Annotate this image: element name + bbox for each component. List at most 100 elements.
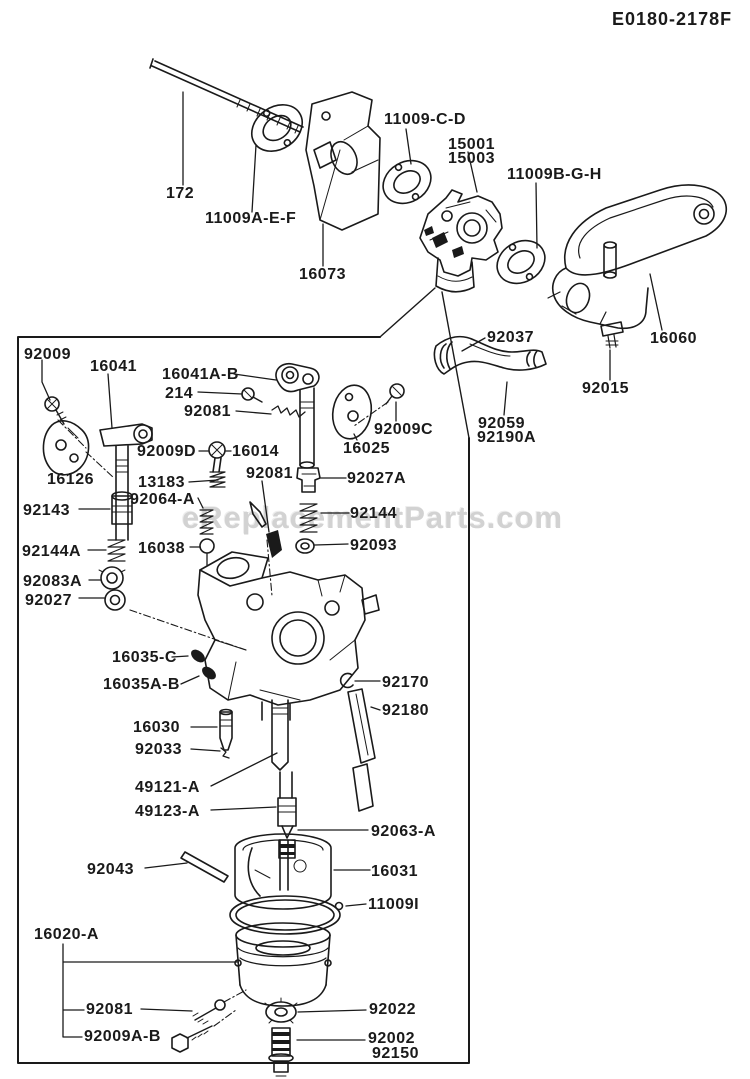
part-label-214: 214 <box>165 385 194 402</box>
part-label-92059: 92059 <box>478 415 525 432</box>
part-label-16041: 16041 <box>90 358 137 375</box>
screw-92009 <box>44 396 67 425</box>
bolt-92009ab <box>171 1025 213 1053</box>
float-valve-16030 <box>219 708 233 751</box>
jet-parts-16035 <box>191 649 216 680</box>
clip-92033 <box>220 747 230 759</box>
clip-92170 <box>339 672 354 689</box>
part-label-11009a-e-f: 11009A-E-F <box>205 210 297 227</box>
screw-214 <box>241 387 263 403</box>
spring-92144 <box>299 503 318 533</box>
drain-bolt-92002-92150 <box>268 1027 294 1077</box>
cap-92027a <box>296 467 321 493</box>
part-label-92015: 92015 <box>582 380 629 397</box>
spring-92081-top <box>271 405 306 418</box>
detail-box-outline <box>17 287 470 1064</box>
bracket-16073 <box>305 91 381 231</box>
part-label-16025: 16025 <box>343 440 390 457</box>
spring-92144a <box>107 539 126 562</box>
part-label-92190a: 92190A <box>477 429 537 446</box>
part-label-15001: 15001 <box>448 136 495 153</box>
part-label-11009i: 11009I <box>368 896 420 913</box>
part-label-92144: 92144 <box>350 505 397 522</box>
nut-92083a <box>98 566 126 590</box>
part-label-16020a: 16020-A <box>34 926 99 943</box>
screw-92009d <box>208 441 226 459</box>
part-label-92009c: 92009C <box>374 421 434 438</box>
float-pin-92043 <box>180 851 229 883</box>
gasket-11009aef <box>251 104 303 152</box>
part-label-92002: 92002 <box>368 1030 415 1047</box>
collar-92027 <box>104 589 126 611</box>
part-label-92180: 92180 <box>382 702 429 719</box>
diagram-code: E0180-2178F <box>612 9 733 29</box>
screw-92009c <box>385 383 405 405</box>
part-label-92027: 92027 <box>25 592 72 609</box>
part-label-16030: 16030 <box>133 719 180 736</box>
part-label-16035-c: 16035-C <box>112 649 177 666</box>
part-label-92063a: 92063-A <box>371 823 436 840</box>
part-label-16041a-b: 16041A-B <box>162 366 239 383</box>
spring-92064a <box>199 509 214 535</box>
bolt-92015 <box>600 321 624 349</box>
part-label-11009-c-d: 11009-C-D <box>384 111 466 128</box>
gasket-11009i <box>229 895 344 935</box>
washer-92022 <box>264 997 298 1024</box>
part-label-16014: 16014 <box>232 443 279 460</box>
plate-16126 <box>42 420 90 476</box>
part-label-92043: 92043 <box>87 861 134 878</box>
part-label-11009b-g-h: 11009B-G-H <box>507 166 602 183</box>
part-label-13183: 13183 <box>138 474 185 491</box>
carburetor-assembly-15001-15003 <box>419 189 503 293</box>
construction-lines <box>57 401 389 1027</box>
part-label-92081-mid: 92081 <box>246 465 293 482</box>
part-label-172: 172 <box>166 185 195 202</box>
part-label-16073: 16073 <box>299 266 346 283</box>
part-label-49121a: 49121-A <box>135 779 200 796</box>
washer-92093 <box>295 538 315 554</box>
part-label-92081-bottom: 92081 <box>86 1001 133 1018</box>
part-label-92009: 92009 <box>24 346 71 363</box>
part-label-16035a-b: 16035A-B <box>103 676 180 693</box>
holder-16038 <box>199 538 215 566</box>
part-label-92009a-b: 92009A-B <box>84 1028 161 1045</box>
part-label-92064a: 92064-A <box>130 491 195 508</box>
part-label-92150: 92150 <box>372 1045 419 1062</box>
part-label-16126: 16126 <box>47 471 94 488</box>
float-16031 <box>234 833 332 910</box>
drain-tube-92180 <box>347 688 376 812</box>
part-label-16038: 16038 <box>138 540 185 557</box>
part-label-92033: 92033 <box>135 741 182 758</box>
part-label-92022: 92022 <box>369 1001 416 1018</box>
part-label-92081-top: 92081 <box>184 403 231 420</box>
part-label-92170: 92170 <box>382 674 429 691</box>
carburetor-body <box>197 551 380 721</box>
part-label-92037: 92037 <box>487 329 534 346</box>
main-nozzle-stack <box>271 699 297 839</box>
plate-16025 <box>331 384 373 440</box>
part-label-92027a: 92027A <box>347 470 407 487</box>
part-label-92144a: 92144A <box>22 543 82 560</box>
watermark: eReplacementParts.com <box>182 500 564 535</box>
leader-lines <box>41 91 663 1041</box>
gasket-11009bgh <box>496 239 546 285</box>
part-label-16060: 16060 <box>650 330 697 347</box>
gasket-11009cd <box>382 159 432 205</box>
hose-clamp-92037 <box>439 341 538 370</box>
part-label-92093: 92093 <box>350 537 397 554</box>
float-bowl-16020a <box>234 922 332 1007</box>
screw-92081-bottom <box>192 999 226 1025</box>
part-label-92143: 92143 <box>23 502 70 519</box>
part-label-92009d: 92009D <box>137 443 197 460</box>
air-duct-16060 <box>547 184 728 330</box>
needle-jet-holder <box>266 530 282 558</box>
main-jet-92063a <box>278 839 296 859</box>
part-label-15003: 15003 <box>448 150 495 167</box>
collar-92143 <box>111 491 133 525</box>
part-label-16031: 16031 <box>371 863 418 880</box>
part-label-49123a: 49123-A <box>135 803 200 820</box>
part-label-92083a: 92083A <box>23 573 83 590</box>
throttle-shaft-16041ab <box>275 362 320 469</box>
